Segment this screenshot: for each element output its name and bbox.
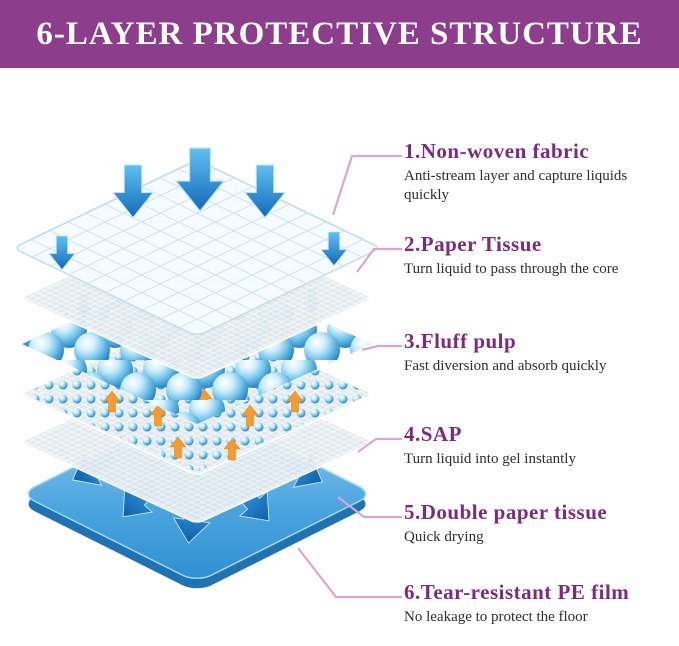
annotation-title: 5.Double paper tissue: [404, 500, 608, 524]
annotation-sap: 4.SAP Turn liquid into gel instantly: [404, 422, 676, 469]
connector-line-6: [297, 547, 402, 599]
annotation-fluff-pulp: 3.Fluff pulp Fast diversion and absorb q…: [404, 329, 676, 376]
annotation-description: Anti-stream layer and capture liquids qu…: [404, 168, 628, 203]
connector-line-4: [357, 437, 402, 453]
annotation-description: Fast diversion and absorb quickly: [404, 358, 607, 375]
header-banner: 6-LAYER PROTECTIVE STRUCTURE: [0, 0, 679, 68]
annotation-pe-film: 6.Tear-resistant PE film No leakage to p…: [404, 580, 676, 627]
annotation-title: 2.Paper Tissue: [404, 232, 542, 256]
annotation-double-paper-tissue: 5.Double paper tissue Quick drying: [404, 500, 676, 547]
annotation-description: Turn liquid to pass through the core: [404, 261, 619, 278]
annotation-title: 3.Fluff pulp: [404, 329, 517, 353]
connector-lines: [297, 154, 402, 599]
page-title: 6-LAYER PROTECTIVE STRUCTURE: [36, 15, 643, 52]
annotation-non-woven-fabric: 1.Non-woven fabric Anti-stream layer and…: [404, 139, 676, 205]
layer-1-non-woven-fabric: [13, 160, 381, 336]
connector-line-5: [337, 496, 402, 519]
annotation-title: 1.Non-woven fabric: [404, 139, 590, 163]
annotation-paper-tissue: 2.Paper Tissue Turn liquid to pass throu…: [404, 232, 676, 279]
annotation-title: 4.SAP: [404, 422, 462, 446]
annotation-title: 6.Tear-resistant PE film: [404, 580, 630, 604]
connector-line-1: [331, 154, 402, 216]
connector-line-2: [356, 247, 402, 273]
annotation-description: Turn liquid into gel instantly: [404, 451, 576, 468]
annotation-description: No leakage to protect the floor: [404, 609, 588, 626]
connector-line-3: [361, 344, 402, 352]
annotation-description: Quick drying: [404, 529, 484, 546]
